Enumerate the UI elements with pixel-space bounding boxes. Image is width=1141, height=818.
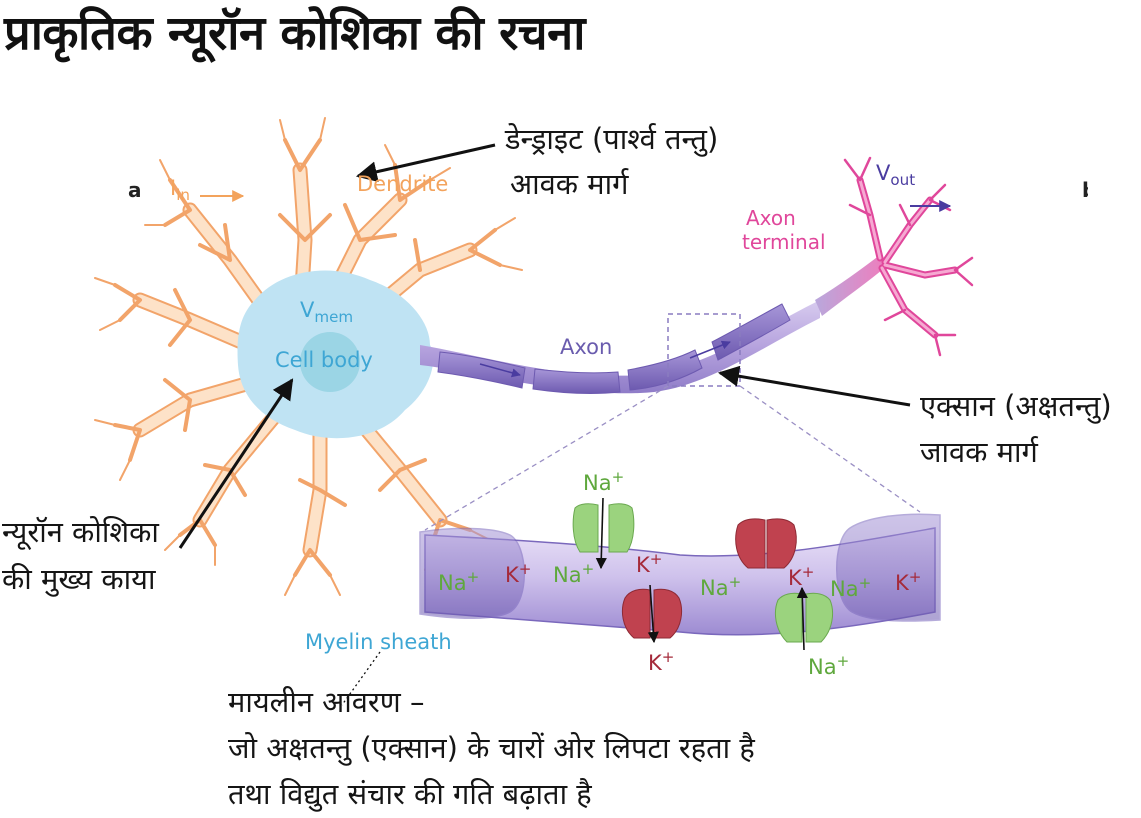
axon-terminal-shape [815, 255, 888, 316]
axon-terminal-label-line1: Axon [746, 206, 796, 230]
terminal-branches [843, 156, 974, 357]
na-label-left: Na+ [438, 568, 480, 595]
dendrite-hindi-line1: डेन्ड्राइट (पार्श्व तन्तु) [505, 122, 719, 156]
cellbody-pointer-arrow [178, 378, 294, 549]
myelin-segments [437, 303, 791, 394]
k-label-mid: K+ [636, 550, 663, 577]
na-channel-top [572, 497, 635, 570]
na-label-mid-left: Na+ [553, 560, 595, 587]
k-label-right: K+ [895, 568, 922, 595]
myelin-pointer-line [341, 651, 381, 706]
v-out-label: Vout [876, 161, 916, 190]
dendrite-hindi-line2: आवक मार्ग [510, 167, 629, 201]
na-label-bottom: Na+ [808, 652, 850, 679]
axon-hindi-line1: एक्सान (अक्षतन्तु) [920, 389, 1112, 423]
myelin-hindi-line2: जो अक्षतन्तु (एक्सान) के चारों ओर लिपटा … [228, 731, 755, 765]
na-label-center: Na+ [700, 573, 742, 600]
axon-terminal-label-line2: terminal [742, 230, 826, 254]
na-label-right: Na+ [830, 574, 872, 601]
cellbody-hindi-line1: न्यूरॉन कोशिका [2, 515, 159, 549]
k-label-bottom: K+ [648, 648, 675, 675]
na-label-top: Na+ [583, 468, 625, 495]
panel-label-a: a [128, 178, 142, 202]
dendrite-label: Dendrite [357, 172, 449, 196]
panel-label-b: b [1082, 180, 1088, 200]
myelin-hindi-line1: मायलीन आवरण – [228, 685, 425, 719]
nucleus-shape [300, 332, 360, 392]
axon-label: Axon [560, 335, 613, 359]
v-mem-label: Vmem [300, 298, 354, 327]
k-channel-top [735, 518, 797, 569]
zoom-box [667, 313, 741, 387]
axon-pointer-arrow [717, 365, 911, 407]
zoom-guide-left [424, 385, 669, 531]
k-label-left: K+ [505, 560, 532, 587]
myelin-sheath-label: Myelin sheath [305, 630, 452, 654]
i-in-label: Iin [170, 176, 190, 205]
zoom-guide-right [739, 385, 921, 513]
page-title: प्राकृतिक न्यूरॉन कोशिका की रचना [4, 6, 585, 61]
na-channel-bottom [774, 586, 834, 651]
axon-signal-arrow-2 [689, 340, 731, 359]
cell-body-label: Cell body [275, 348, 373, 372]
dendrite-pointer-arrow [355, 143, 496, 183]
axon-signal-arrow-1 [479, 363, 521, 378]
cellbody-hindi-line2: की मुख्य काया [2, 562, 156, 596]
k-label-mid-right: K+ [788, 563, 815, 590]
myelin-hindi-line3: तथा विद्युत संचार की गति बढ़ाता है [228, 777, 592, 811]
axon-hindi-line2: जावक मार्ग [920, 435, 1038, 469]
k-channel-bottom [621, 584, 683, 644]
